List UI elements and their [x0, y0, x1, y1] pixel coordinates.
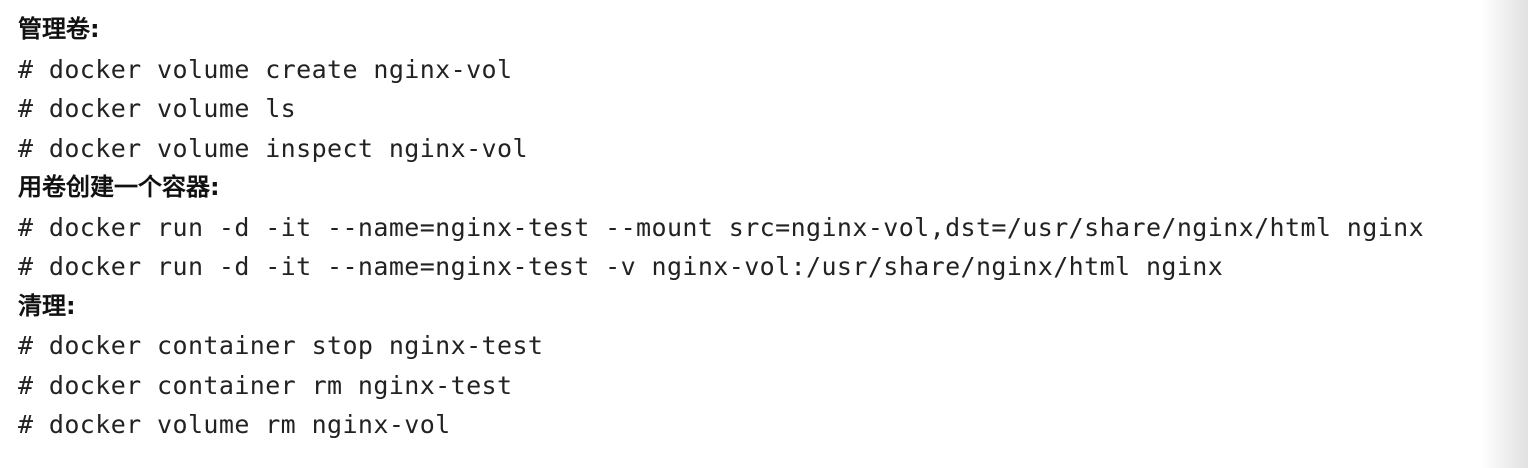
command-container-rm: # docker container rm nginx-test	[18, 370, 513, 400]
section-heading-cleanup: 清理:	[18, 291, 76, 320]
command-volume-ls: # docker volume ls	[18, 94, 297, 123]
command-run-mount: # docker run -d -it --name=nginx-test --…	[18, 212, 1425, 242]
right-edge-shadow	[1482, 0, 1528, 468]
command-volume-create: # docker volume create nginx-vol	[18, 54, 513, 84]
document-content: 管理卷: # docker volume create nginx-vol # …	[18, 10, 1518, 445]
command-run-volume-flag: # docker run -d -it --name=nginx-test -v…	[18, 252, 1224, 281]
command-volume-inspect: # docker volume inspect nginx-vol	[18, 133, 528, 163]
section-heading-create-container: 用卷创建一个容器:	[18, 173, 220, 201]
section-heading-manage-volume: 管理卷:	[18, 15, 100, 43]
command-container-stop: # docker container stop nginx-test	[18, 331, 544, 360]
command-volume-rm: # docker volume rm nginx-vol	[18, 410, 451, 439]
